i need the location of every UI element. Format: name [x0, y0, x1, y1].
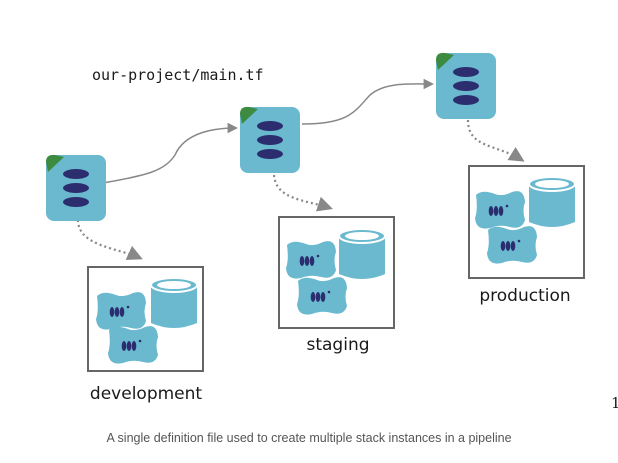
deploy-arrow-production — [466, 119, 525, 162]
database-icon — [528, 176, 576, 228]
server-icon — [475, 191, 525, 229]
server-icon — [96, 292, 146, 330]
server-icon — [286, 241, 336, 279]
definition-file-icon — [240, 106, 300, 173]
database-icon — [338, 228, 386, 280]
deploy-arrow-staging — [272, 174, 333, 212]
server-icon — [487, 226, 537, 264]
flow-arrow-2 — [301, 78, 435, 125]
label-development: development — [90, 384, 202, 404]
definition-file-icon — [46, 154, 106, 221]
deploy-arrow-development — [76, 219, 143, 260]
environment-staging — [278, 216, 395, 329]
environment-production — [468, 165, 585, 279]
server-icon — [108, 326, 158, 364]
definition-file-icon — [436, 52, 496, 120]
server-icon — [297, 277, 347, 315]
page-number: 1 — [611, 394, 618, 412]
label-staging: staging — [306, 335, 369, 355]
file-label: our-project/main.tf — [92, 66, 264, 84]
environment-development — [87, 266, 204, 372]
database-icon — [150, 277, 198, 329]
label-production: production — [479, 286, 570, 306]
flow-arrow-1 — [102, 122, 239, 184]
caption: A single definition file used to create … — [106, 431, 511, 445]
